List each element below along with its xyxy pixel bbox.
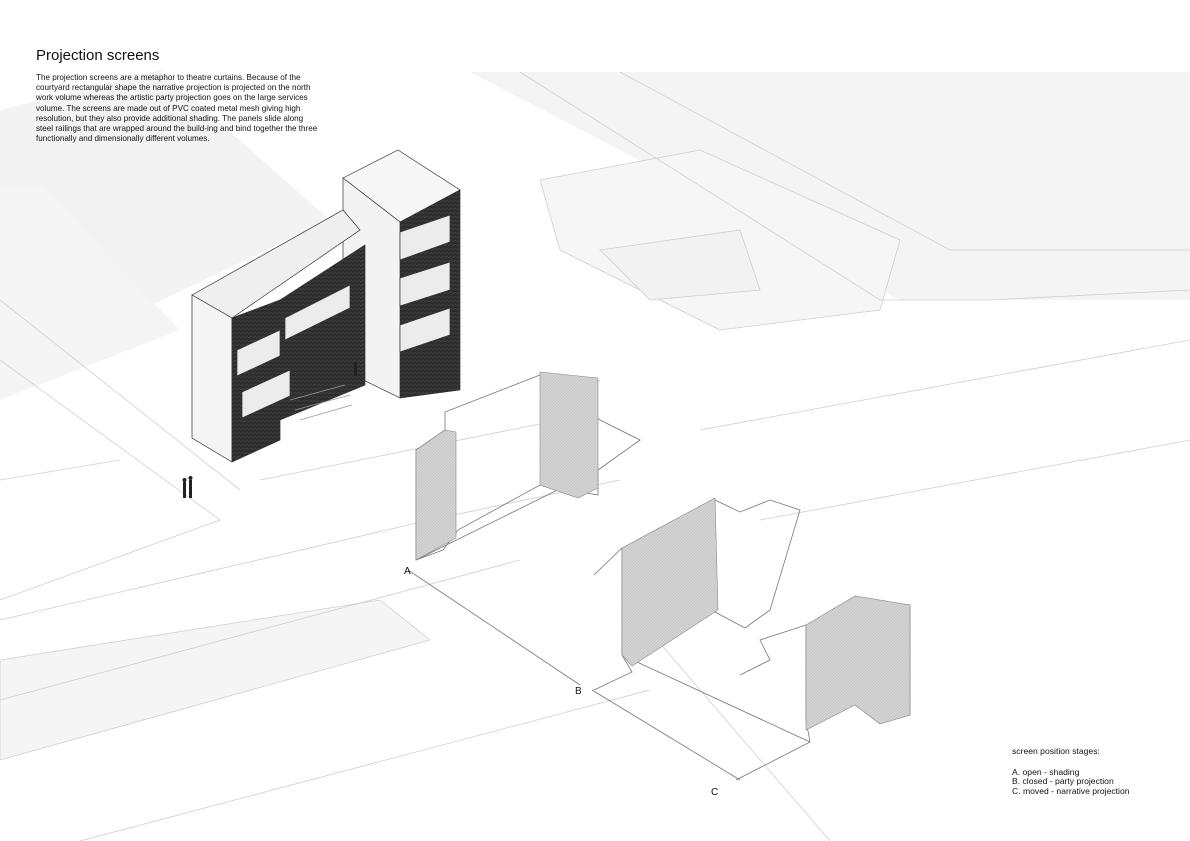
road-edge	[759, 439, 1190, 521]
courtyard-chairs	[289, 384, 353, 421]
screen-panel	[241, 369, 291, 419]
screen-panel	[236, 329, 281, 377]
screen-panel	[399, 261, 451, 307]
road-edge	[619, 71, 1190, 251]
screen-stage-a-left	[415, 429, 457, 561]
road-edge	[79, 689, 651, 841]
ground-shade	[0, 185, 180, 400]
road-edge	[0, 479, 621, 621]
screen-panel	[399, 307, 451, 353]
road-edge	[0, 359, 221, 601]
rail-line	[407, 569, 581, 686]
projection-screens	[415, 371, 911, 731]
description-text: The projection screens are a metaphor to…	[36, 73, 318, 144]
legend-item-b: B. closed - party projection	[1012, 776, 1114, 787]
road-edge	[0, 299, 241, 491]
screen-panel	[284, 284, 351, 341]
legend-heading: screen position stages:	[1012, 746, 1100, 756]
road-edge	[639, 619, 831, 841]
page-title: Projection screens	[36, 47, 160, 64]
screen-stage-c	[805, 595, 911, 731]
rail-line	[621, 654, 811, 743]
road-edge	[519, 71, 1190, 301]
road-edge	[699, 339, 1190, 431]
stage-label-a: A	[404, 566, 411, 577]
legend-item-a: A. open - shading	[1012, 766, 1080, 777]
site-context	[0, 70, 1190, 841]
rail-line	[591, 689, 741, 781]
people-figures	[182, 362, 357, 498]
wing-left-facade	[191, 294, 233, 463]
ground-shade	[599, 229, 761, 301]
legend-item-c: C. moved - narrative projection	[1012, 785, 1130, 796]
legend: screen position stages: A. open - shadin…	[1012, 746, 1182, 796]
screen-stage-b	[621, 497, 719, 667]
screen-panel	[399, 214, 451, 261]
road-edge	[0, 559, 521, 701]
road-edge	[0, 459, 121, 481]
ground-shade	[0, 599, 431, 761]
stage-label-c: C	[711, 787, 719, 798]
stage-label-b: B	[575, 686, 582, 697]
screen-stage-a-right	[539, 371, 599, 499]
building	[191, 149, 461, 463]
